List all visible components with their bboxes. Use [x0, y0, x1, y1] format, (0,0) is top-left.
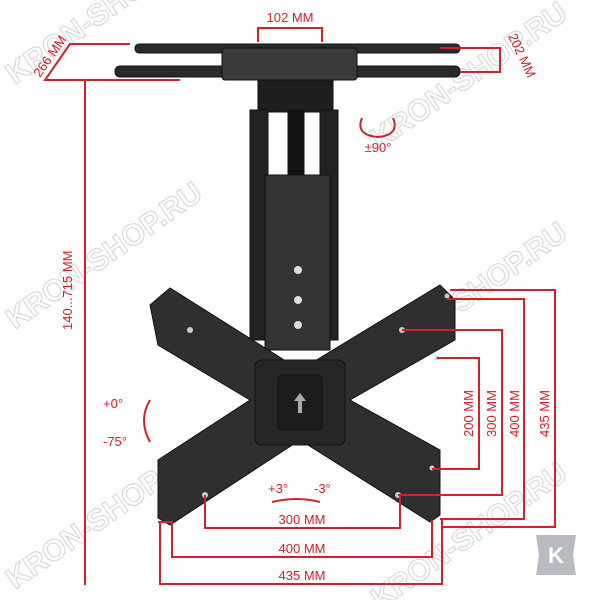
label-vesa-v-435: 435 MM: [537, 390, 552, 437]
label-level-plus: +3°: [268, 481, 288, 496]
label-vesa-v-400: 400 MM: [507, 390, 522, 437]
label-level-minus: -3°: [314, 481, 331, 496]
label-tilt-down: -75°: [103, 434, 127, 449]
label-vesa-v-200: 200 MM: [461, 390, 476, 437]
logo-letter: K: [548, 543, 564, 568]
label-vesa-v-300: 300 MM: [484, 390, 499, 437]
level-arrow-icon: [271, 498, 321, 503]
label-vesa-h-300: 300 MM: [279, 512, 326, 527]
watermark: KRON-SHOP.RU: [365, 0, 573, 156]
label-swivel: ±90°: [365, 140, 392, 155]
swivel-joint: [257, 79, 334, 113]
kron-logo: K: [536, 535, 576, 575]
swivel-arrow-icon: [359, 117, 396, 139]
ceiling-mount: [114, 43, 461, 526]
extension-column: [264, 174, 331, 351]
label-vesa-h-435: 435 MM: [279, 568, 326, 583]
ceiling-plate: [221, 47, 358, 81]
dimension-lines: [43, 27, 556, 585]
label-height: 140...715 MM: [60, 251, 75, 331]
label-102: 102 MM: [267, 10, 314, 25]
tilt-arrow-icon: [143, 399, 151, 443]
arrow-up-icon: [294, 393, 306, 413]
label-vesa-h-400: 400 MM: [279, 541, 326, 556]
label-tilt-up: +0°: [103, 396, 123, 411]
